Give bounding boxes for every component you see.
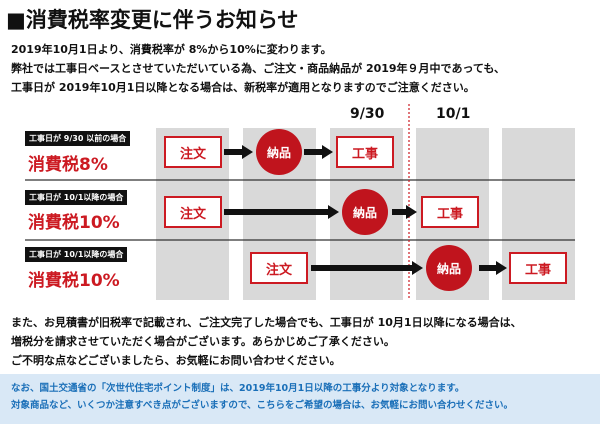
arrow-icon (406, 205, 417, 219)
notice-line-3: ご不明な点などございましたら、お気軽にお問い合わせください。 (11, 354, 341, 367)
row-2-order-box: 注文 (164, 196, 222, 228)
row-2-rate: 消費税10% (28, 213, 120, 233)
notice-text: また、お見積書が旧税率で記載され、ご注文完了した場合でも、工事日が 10月1日以… (11, 313, 596, 370)
arrow-icon (496, 261, 507, 275)
intro-line-2: 弊社では工事日ベースとさせていただいている為、ご注文・商品納品が 2019年９月… (11, 62, 506, 75)
intro-line-1: 2019年10月1日より、消費税率が 8%から10%に変わります。 (11, 43, 332, 56)
arrow-icon (242, 145, 253, 159)
row-1-condition: 工事日が 9/30 以前の場合 (25, 131, 131, 146)
footer-line-2: 対象商品など、いくつか注意すべき点がございますので、こちらをご希望の場合は、お気… (11, 400, 513, 411)
row-3-order-box: 注文 (250, 252, 308, 284)
notice-line-1: また、お見積書が旧税率で記載され、ご注文完了した場合でも、工事日が 10月1日以… (11, 316, 522, 329)
column-header-10-1: 10/1 (436, 106, 471, 122)
intro-line-3: 工事日が 2019年10月1日以降となる場合は、新税率が適用となりますのでご注意… (11, 81, 475, 94)
row-3-rate: 消費税10% (28, 271, 120, 291)
footer-notice: なお、国土交通省の「次世代住宅ポイント制度」は、2019年10月1日以降の工事分… (0, 374, 600, 424)
row-1-construction-box: 工事 (336, 136, 394, 168)
arrow-icon (322, 145, 333, 159)
row-2-condition: 工事日が 10/1以降の場合 (25, 190, 128, 205)
notice-line-2: 増税分を請求させていただく場合がございます。あらかじめご了承ください。 (11, 335, 395, 348)
row-1-order-box: 注文 (164, 136, 222, 168)
arrow-icon (328, 205, 339, 219)
column-header-9-30: 9/30 (350, 106, 385, 122)
intro-text: 2019年10月1日より、消費税率が 8%から10%に変わります。 弊社では工事… (11, 40, 596, 97)
footer-line-1: なお、国土交通省の「次世代住宅ポイント制度」は、2019年10月1日以降の工事分… (11, 383, 465, 394)
row-1-delivery-circle: 納品 (256, 129, 302, 175)
row-3-construction-box: 工事 (509, 252, 567, 284)
row-1-rate: 消費税8% (28, 155, 108, 175)
row-2-construction-box: 工事 (421, 196, 479, 228)
row-3-delivery-circle: 納品 (426, 245, 472, 291)
page-title: ■消費税率変更に伴うお知らせ (6, 8, 299, 32)
row-3-condition: 工事日が 10/1以降の場合 (25, 247, 128, 262)
arrow-icon (412, 261, 423, 275)
row-2-delivery-circle: 納品 (342, 189, 388, 235)
